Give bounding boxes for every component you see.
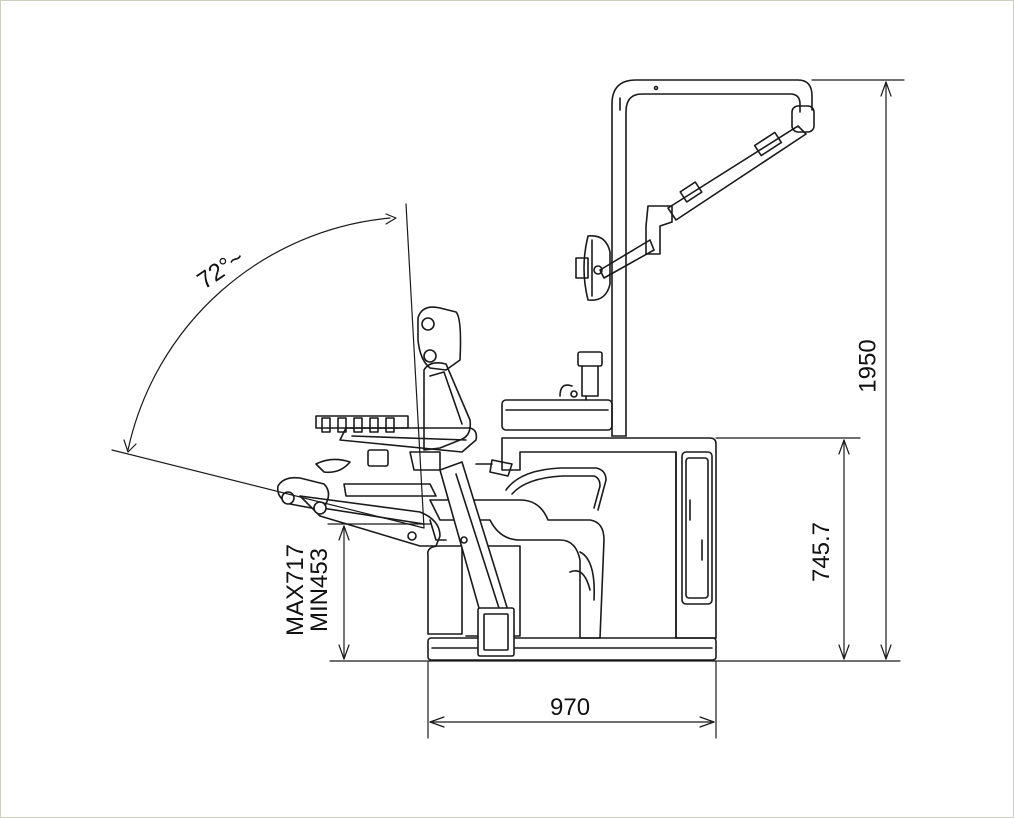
light-pole [599, 79, 815, 437]
spittoon-bowl [501, 351, 613, 431]
patient-chair [276, 306, 607, 657]
base-plate [329, 637, 901, 662]
recline-angle-annotation [111, 203, 425, 529]
instrument-tray [315, 415, 513, 497]
operating-light [575, 235, 611, 301]
total-height-label: 1950 [854, 339, 882, 393]
seat-min-label: MIN453 [306, 547, 334, 633]
cabinet-unit [501, 437, 717, 639]
dimension-lines [327, 79, 905, 739]
width-label: 970 [550, 694, 591, 721]
unit-height-label: 745.7 [808, 521, 836, 583]
seat-max-label: MAX717 [282, 543, 310, 637]
